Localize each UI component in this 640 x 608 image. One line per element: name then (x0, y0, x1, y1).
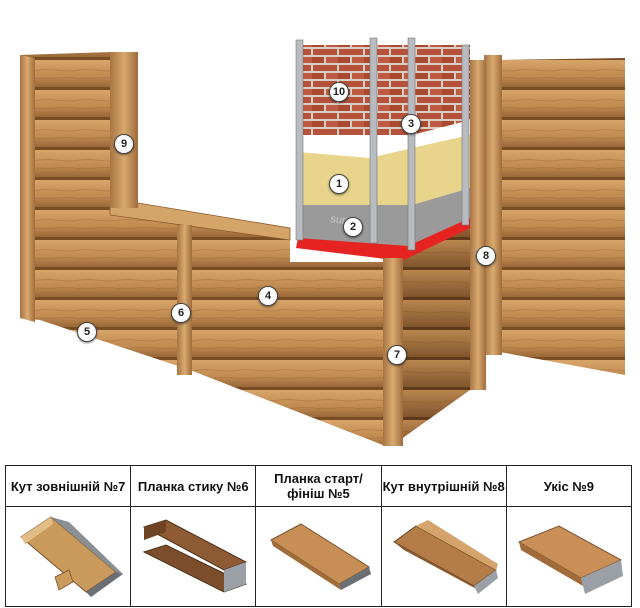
callout-siding-panel: 4 (258, 286, 278, 306)
siding-installation-illustration: suntile (20, 37, 625, 446)
inner-corner-profile-image (393, 519, 499, 594)
joint-strip-profile-image (142, 518, 248, 593)
callout-metal-stud: 3 (401, 114, 421, 134)
callout-joint-strip: 6 (171, 303, 191, 323)
callout-inner-corner: 8 (476, 246, 496, 266)
header-joint-strip: Планка стику №6 (130, 465, 257, 507)
callout-start-finish-strip: 5 (77, 322, 97, 342)
callout-outer-corner: 7 (387, 345, 407, 365)
parts-image-row (4, 506, 633, 607)
header-start-finish-strip: Планка старт/ фініш №5 (255, 465, 382, 507)
parts-header-row: Кут зовнішній №7 Планка стику №6 Планка … (4, 465, 633, 507)
header-window-slope: Укіс №9 (505, 465, 633, 507)
header-inner-corner: Кут внутрішній №8 (380, 465, 507, 507)
parts-table: Кут зовнішній №7 Планка стику №6 Планка … (4, 465, 633, 607)
window-slope-profile-image (518, 524, 624, 594)
callout-brick-wall: 10 (329, 82, 349, 102)
callout-insulation: 1 (329, 174, 349, 194)
start-finish-strip-profile-image (269, 522, 371, 590)
callout-window-slope: 9 (114, 134, 134, 154)
callout-membrane: 2 (343, 217, 363, 237)
header-outer-corner: Кут зовнішній №7 (4, 465, 132, 507)
outer-corner-profile-image (19, 515, 123, 597)
